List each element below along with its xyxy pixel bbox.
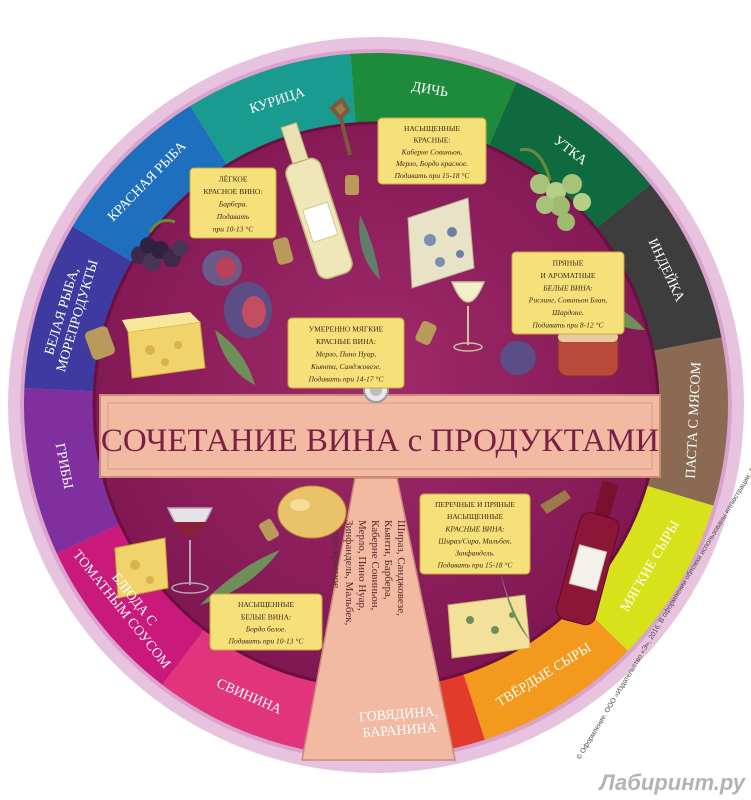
segment-3[interactable] <box>595 184 722 351</box>
note-line: НАСЫЩЕННЫЕ <box>238 600 295 609</box>
watermark: Лабиринт.ру <box>598 770 747 795</box>
fig-icon-3 <box>500 341 536 375</box>
note-soft-white: УМЕРЕННО МЯГКИЕ КРАСНЫЕ ВИНА: Мерло, Пино … <box>287 317 405 389</box>
segment-6[interactable] <box>463 601 628 740</box>
note-line: Кьянти, Санджовезе. <box>310 362 381 371</box>
leaf-icon-4 <box>200 550 280 605</box>
note-line: НАСЫЩЕННЫЕ <box>404 124 461 133</box>
note-line: КРАСНЫЕ ВИНА: <box>316 337 376 346</box>
note-line: Подавать при 15-18 °С <box>437 561 514 570</box>
red-wine-bottle-icon <box>555 480 620 626</box>
note-line: Рислинг, Совиньон Блан, <box>528 296 608 305</box>
note-line: Подавать при 10-13 °С <box>228 637 305 646</box>
note-line: Барбера. <box>218 200 248 209</box>
note-line: Бордо белое. <box>245 625 287 634</box>
grapes-icon <box>131 218 188 271</box>
segment-8[interactable] <box>162 629 329 752</box>
note-line: ПЕРЕЧНЫЕ И ПРЯНЫЕ <box>435 500 515 509</box>
segment-5[interactable] <box>577 485 714 651</box>
pointer-line: Каберне Совиньон, <box>369 520 381 611</box>
note-line: Зинфандель. <box>455 549 495 558</box>
segment-0[interactable] <box>190 53 356 166</box>
segment-label-7: ГОВЯДИНА,БАРАНИНА <box>358 705 439 742</box>
cheese-icon-3 <box>447 594 531 659</box>
cork-icon-5 <box>259 518 279 542</box>
bread-icon <box>277 485 347 539</box>
title-banner <box>99 394 661 478</box>
banner-frame <box>107 402 653 470</box>
note-line: Подавать при 15-18 °С <box>394 171 471 180</box>
fig-icon-2 <box>224 282 272 338</box>
segment-11[interactable] <box>24 226 133 392</box>
pointer-text: Шираз, Санджовезе,Кьянти, Барбера,Каберн… <box>330 520 407 626</box>
leaf-icon <box>215 330 255 385</box>
pointer-line: Бордо красное <box>330 520 342 588</box>
blue-cheese-icon <box>407 197 475 289</box>
pointer-line: Шираз, Санджовезе, <box>395 520 407 616</box>
note-aromatic-white: ПРЯНЫЕ И АРОМАТНЫЕ БЕЛЫЕ ВИНА: Рислинг, Сов… <box>511 251 625 335</box>
note-line: Шардоне. <box>551 308 584 317</box>
segment-2[interactable] <box>488 82 651 229</box>
segment-4[interactable] <box>646 337 728 506</box>
note-line: КРАСНОЕ ВИНО: <box>204 187 263 196</box>
notes-layer: ЛЁГКОЕ КРАСНОЕ ВИНО: Барбера. Подавать при 1… <box>189 117 625 651</box>
white-wine-bottle-icon <box>280 122 353 280</box>
segment-9[interactable] <box>56 523 205 685</box>
pointer-line: Зинфандель, Мальбек, <box>343 520 355 626</box>
cork-icon-2 <box>345 175 359 195</box>
pointer-line: Кьянти, Барбера, <box>382 520 394 600</box>
note-line: НАСЫЩЕННЫЕ <box>447 512 504 521</box>
note-line: КРАСНЫЕ ВИНА: <box>444 524 504 533</box>
note-line: Каберне Совиньон, <box>401 147 463 156</box>
red-wine-glass-icon <box>166 507 214 594</box>
cork-icon <box>85 326 115 360</box>
wine-glass-icon <box>450 281 486 352</box>
note-line: УМЕРЕННО МЯГКИЕ <box>309 325 384 334</box>
note-line: Подавать <box>216 212 250 221</box>
svg-text:Лабиринт.ру: Лабиринт.ру <box>598 770 747 795</box>
note-line: ПРЯНЫЕ <box>553 258 584 267</box>
pointer-line: Мерло, Пино Нуар, <box>356 520 368 611</box>
corkscrew-icon-2 <box>540 490 571 514</box>
fig-icon <box>202 250 242 286</box>
note-line: Шираз/Сира, Мальбек, <box>437 536 511 545</box>
note-line: Подавать при 8-12 °С <box>531 321 604 330</box>
leaf-icon-2 <box>359 215 380 280</box>
note-light-red: ЛЁГКОЕ КРАСНОЕ ВИНО: Барбера. Подавать при 1… <box>189 167 277 239</box>
segment-10[interactable] <box>23 387 121 554</box>
meat-icon <box>557 331 619 377</box>
note-line: БЕЛЫЕ ВИНА: <box>542 283 593 292</box>
note-line: Мерло, Пино Нуар, <box>315 350 377 359</box>
note-line: Мерло, Бордо красное. <box>395 159 468 168</box>
note-rich-red: НАСЫЩЕННЫЕ КРАСНЫЕ: Каберне Совиньон, Мерло… <box>377 117 487 185</box>
note-spicy-red: ПЕРЕЧНЫЕ И ПРЯНЫЕ НАСЫЩЕННЫЕ КРАСНЫЕ ВИНА:… <box>419 493 531 575</box>
note-line: БЕЛЫЕ ВИНА: <box>241 612 291 621</box>
page-title: СОЧЕТАНИЕ ВИНА с ПРОДУКТАМИ <box>101 423 659 459</box>
corkscrew-icon <box>329 97 352 156</box>
note-line: при 10-13 °С <box>213 225 254 234</box>
segment-label-1: ДИЧЬ <box>410 80 449 101</box>
note-line: И АРОМАТНЫЕ <box>541 271 596 280</box>
segment-ring[interactable] <box>23 53 728 757</box>
segment-label-4: ПАСТА С МЯСОМ <box>684 361 705 479</box>
note-line: ЛЁГКОЕ <box>219 175 248 184</box>
green-grapes-icon <box>519 147 591 231</box>
note-rich-white: НАСЫЩЕННЫЕ БЕЛЫЕ ВИНА: Бордо белое. Подават… <box>209 593 323 651</box>
cheese-icon-2 <box>114 537 169 599</box>
cork-icon-4 <box>415 320 437 346</box>
cheese-icon <box>122 312 206 379</box>
cork-icon-3 <box>272 237 294 265</box>
note-line: Подавать при 14-17 °С <box>308 375 385 384</box>
note-line: КРАСНЫЕ: <box>414 136 451 145</box>
segment-12[interactable] <box>72 105 228 263</box>
